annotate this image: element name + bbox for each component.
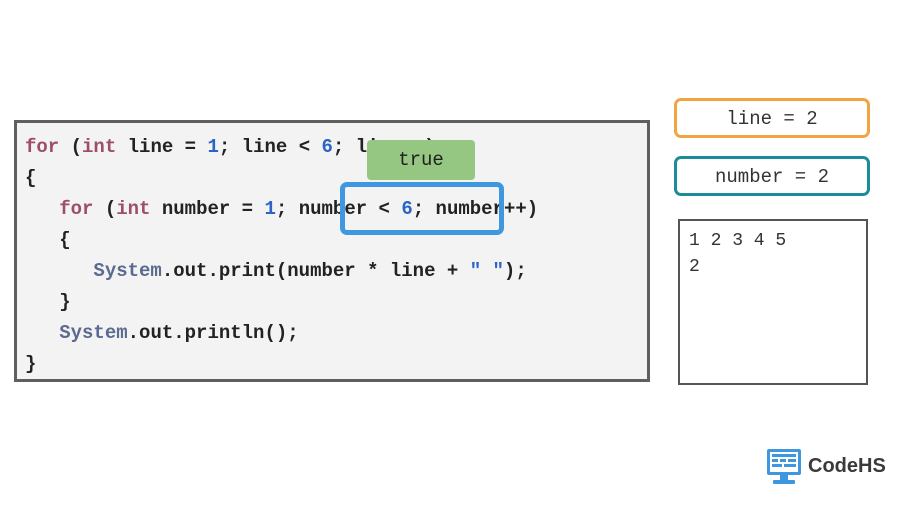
code-line-8: } [25, 353, 37, 375]
line-variable-box: line = 2 [674, 98, 870, 138]
condition-highlight [340, 182, 504, 235]
code-token: ( [104, 198, 117, 220]
logo-text: CodeHS [808, 455, 886, 477]
console-output: 1 2 3 4 5 2 [678, 219, 868, 385]
code-token: ( [70, 136, 83, 158]
code-token: } [59, 291, 71, 313]
code-token: .out.println(); [127, 322, 299, 344]
code-line-6: } [25, 288, 71, 316]
output-line: 2 [689, 257, 700, 277]
string-literal: " " [469, 260, 504, 282]
number-literal: 6 [401, 198, 413, 220]
number-variable-box: number = 2 [674, 156, 870, 196]
output-line: 1 2 3 4 5 [689, 231, 787, 251]
code-token: { [59, 229, 71, 251]
keyword-for: for [25, 136, 60, 158]
code-token: line = [116, 136, 208, 158]
code-panel: for (int line = 1; line < 6; line++) { f… [14, 120, 650, 382]
keyword-int: int [116, 198, 151, 220]
code-line-7: System.out.println(); [25, 319, 299, 347]
number-literal: 1 [207, 136, 219, 158]
code-token: number = [150, 198, 265, 220]
code-token: ; line < [218, 136, 322, 158]
true-badge: true [367, 140, 475, 180]
type-system: System [93, 260, 162, 282]
code-token: .out.print(number * line + [161, 260, 470, 282]
code-line-3: for (int number = 1; number < 6; number+… [25, 195, 538, 223]
code-line-2: { [25, 167, 37, 189]
codehs-logo: CodeHS [766, 448, 886, 488]
keyword-for: for [59, 198, 94, 220]
keyword-int: int [82, 136, 117, 158]
code-line-4: { [25, 226, 71, 254]
code-token: ; number < [275, 198, 402, 220]
number-literal: 1 [264, 198, 276, 220]
code-line-5: System.out.print(number * line + " "); [25, 257, 527, 285]
type-system: System [59, 322, 128, 344]
code-token: ); [503, 260, 527, 282]
code-token: ; number++) [412, 198, 539, 220]
monitor-icon [767, 449, 801, 484]
number-literal: 6 [321, 136, 333, 158]
